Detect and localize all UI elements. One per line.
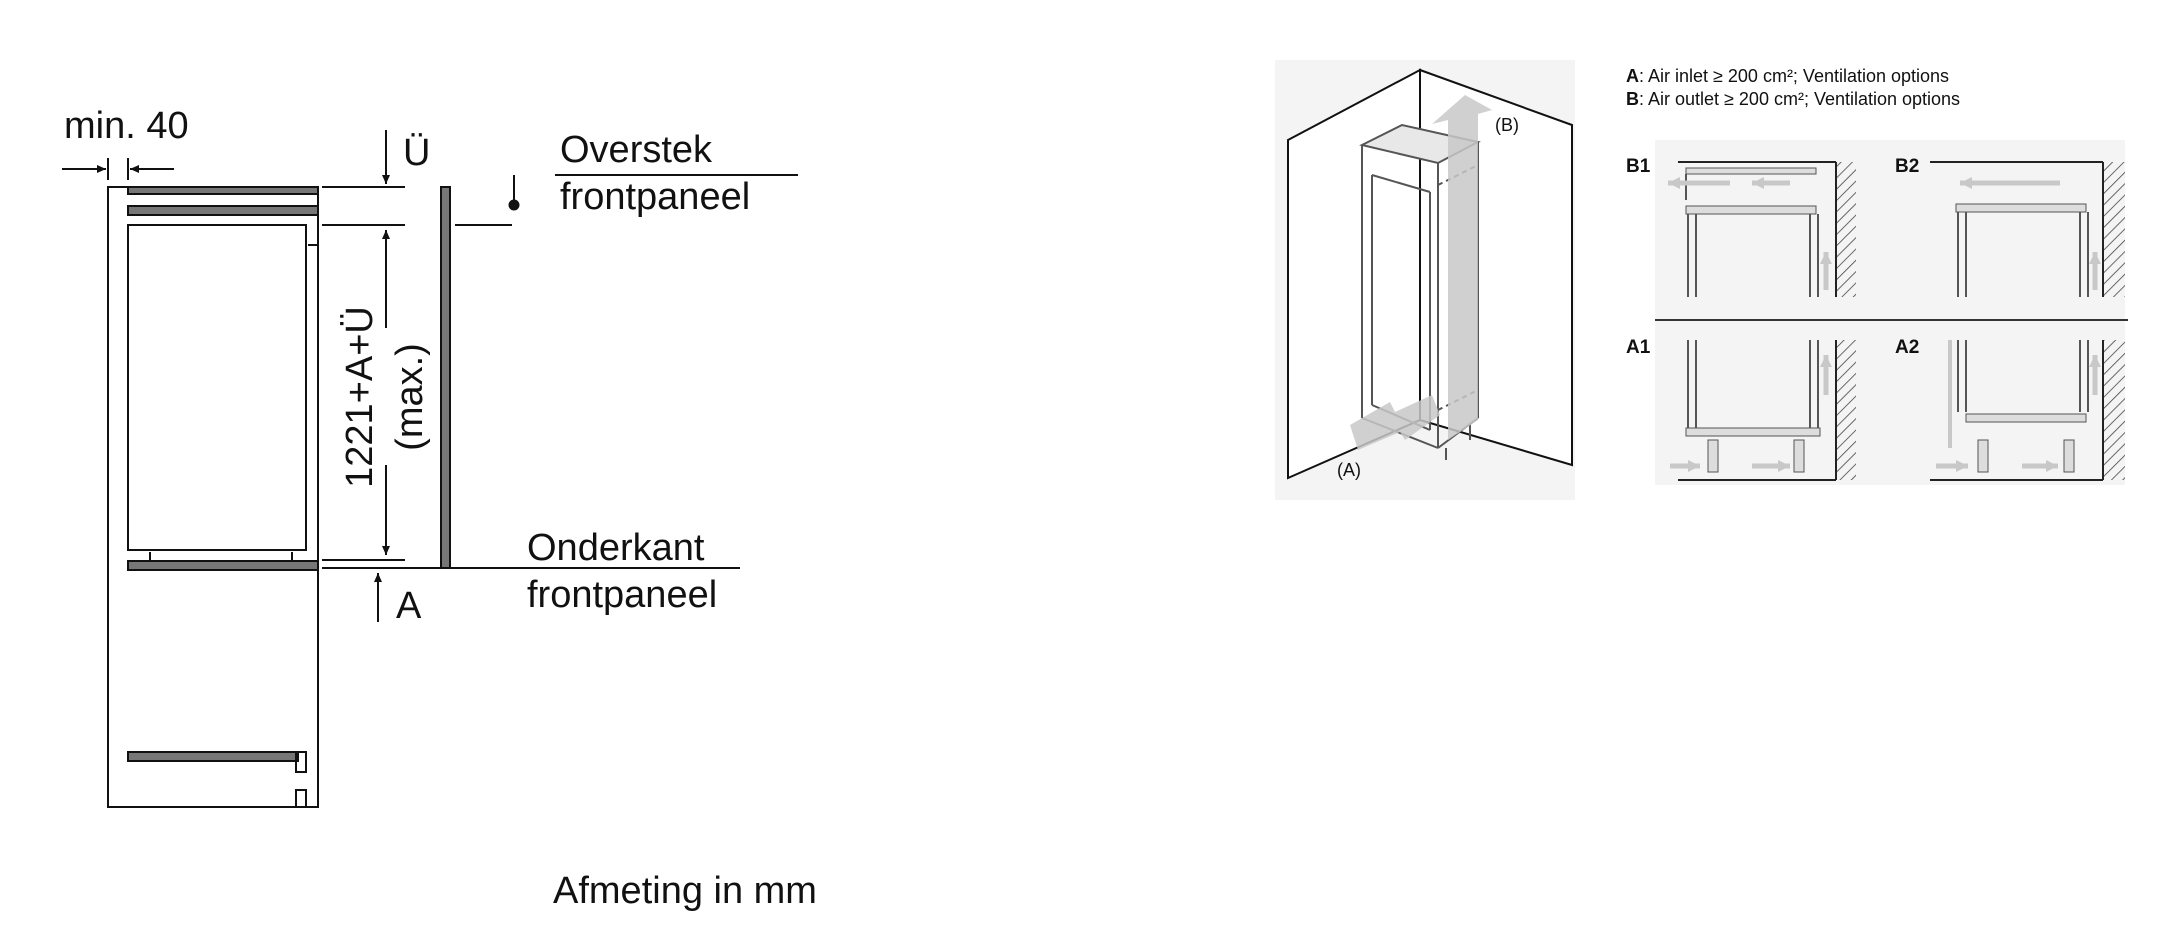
legend-a-text: : Air inlet ≥ 200 cm²; Ventilation optio…	[1639, 66, 1949, 86]
legend-b: B: Air outlet ≥ 200 cm²; Ventilation opt…	[1626, 89, 1960, 109]
niche-dimension-drawing	[62, 130, 798, 808]
panel-a1	[1670, 340, 1856, 481]
panel-a1-label: A1	[1626, 337, 1651, 358]
u-label: Ü	[403, 132, 430, 174]
min-40-label: min. 40	[64, 105, 189, 147]
appliance-body	[127, 224, 307, 551]
legend-a-key: A	[1626, 66, 1639, 86]
front-panel	[440, 186, 451, 569]
panel-b1-label: B1	[1626, 156, 1651, 177]
lower-shelf	[127, 751, 299, 762]
panel-b1	[1668, 161, 1856, 297]
overstek-frontpaneel-label: frontpaneel	[560, 176, 750, 218]
legend-b-text: : Air outlet ≥ 200 cm²; Ventilation opti…	[1639, 89, 1960, 109]
panel-b2	[1930, 161, 2125, 297]
appliance-base	[127, 560, 319, 571]
overstek-label: Overstek	[560, 129, 713, 171]
cabinet-a-label: (A)	[1337, 460, 1361, 480]
height-dimension-max-label: (max.)	[389, 343, 431, 451]
legend-b-key: B	[1626, 89, 1639, 109]
panel-a2-label: A2	[1895, 337, 1919, 358]
cabinet-ventilation-illustration	[1275, 60, 1575, 500]
legend-a: A: Air inlet ≥ 200 cm²; Ventilation opti…	[1626, 66, 1949, 86]
a-label: A	[396, 585, 422, 627]
height-dimension-label: 1221+A+Ü	[339, 306, 381, 488]
top-cover	[127, 205, 319, 216]
panel-a2	[1930, 340, 2125, 481]
onderkant-frontpaneel-label: frontpaneel	[527, 574, 717, 616]
cabinet-b-label: (B)	[1495, 115, 1519, 135]
onderkant-label: Onderkant	[527, 527, 705, 569]
niche-outline	[107, 186, 319, 808]
caption: Afmeting in mm	[553, 870, 817, 912]
panel-b2-label: B2	[1895, 156, 1919, 177]
top-shelf	[127, 186, 319, 195]
